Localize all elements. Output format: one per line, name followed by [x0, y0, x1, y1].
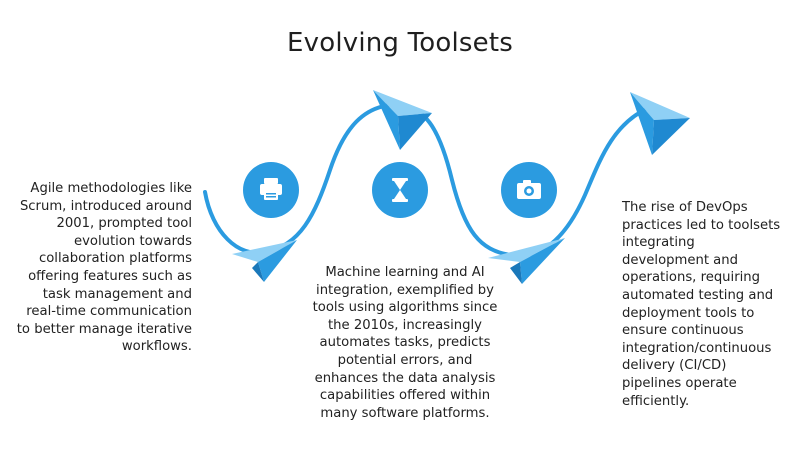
hourglass-icon: [392, 178, 408, 202]
paper-plane-1: [232, 240, 297, 282]
paper-plane-3: [488, 238, 565, 284]
step-3-circle: [501, 162, 557, 218]
diagram-title: Evolving Toolsets: [287, 28, 513, 58]
printer-icon: [260, 178, 282, 200]
paper-plane-2: [373, 90, 432, 150]
step-2-circle: [372, 162, 428, 218]
step-2-text: Machine learning and AI integration, exe…: [312, 265, 498, 421]
step-1-circle: [243, 162, 299, 218]
step-3-text: The rise of DevOps practices led to tool…: [622, 200, 781, 409]
paper-plane-4: [630, 92, 690, 155]
step-1-text: Agile methodologies like Scrum, introduc…: [16, 181, 192, 355]
camera-icon: [517, 180, 541, 199]
